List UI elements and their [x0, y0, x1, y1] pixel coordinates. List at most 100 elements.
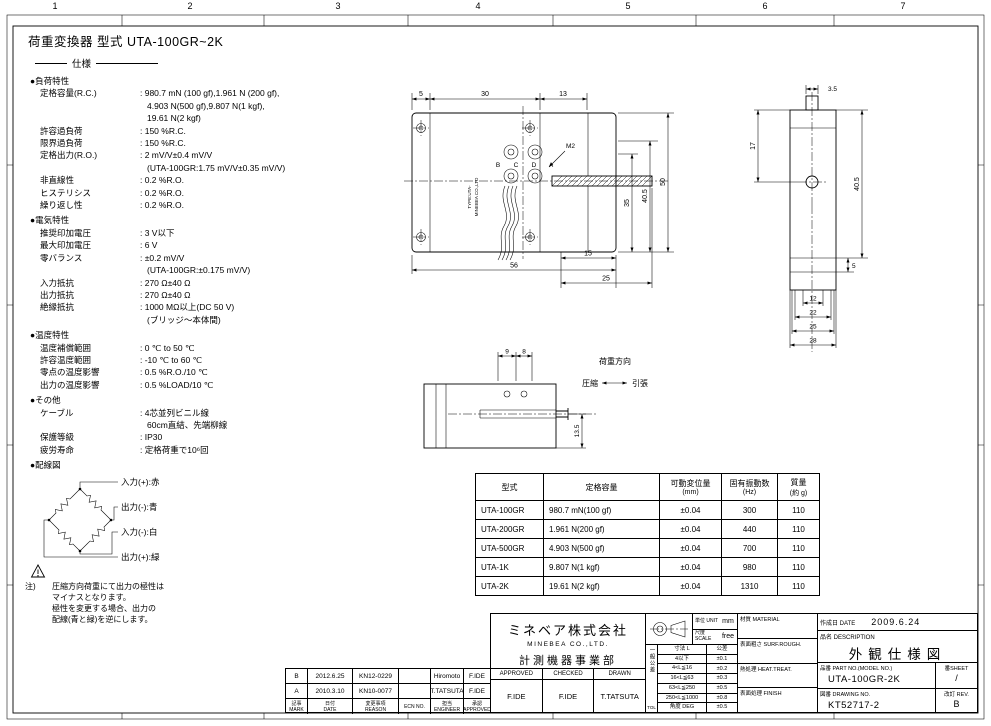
front-view-drawing: 9 8 13.5 荷重方向 圧縮 引張: [423, 349, 648, 449]
bridge-circuit-diagram: [43, 481, 118, 558]
finish-row: 表面処理 FINISH: [740, 691, 782, 698]
third-angle-projection-icon: [646, 614, 693, 644]
dim-25: 25: [809, 324, 817, 331]
dim-side-40-5: 40.5: [642, 189, 649, 203]
section-heading-wiring: ●配線図: [30, 460, 61, 471]
wiring-label-output-plus: 出力(+):緑: [121, 552, 160, 562]
spec-row: 疲労寿命: 定格荷重で10⁶回: [40, 444, 209, 455]
pin-label-c: C: [514, 162, 519, 169]
pin-label-b: B: [496, 162, 500, 169]
tolerance-row: 63<L≦250±0.5: [658, 683, 737, 694]
note-line: マイナスとなります。: [52, 593, 131, 602]
heat-treat-row: 熱処理 HEAT.TREAT.: [738, 664, 817, 689]
spec-row: ヒステリシス: 0.2 %R.O.: [40, 187, 184, 198]
zone-number-6: 6: [762, 1, 768, 11]
date-row: 作成日 DATE 2009.6.24: [818, 614, 977, 631]
spec-row: (UTA-100GR:±0.175 mV/V): [147, 265, 251, 276]
spec-row: 許容過負荷: 150 %R.C.: [40, 125, 186, 136]
company-division: 計測機器事業部: [519, 655, 617, 667]
zone-number-1: 1: [52, 1, 58, 11]
drawing-number: KT52717-2: [828, 700, 880, 711]
col-header-frequency: 固有振動数(Hz): [721, 473, 778, 501]
tolerance-row: 4<L≦16±0.2: [658, 664, 737, 675]
spec-row: 19.61 N(2 kgf): [147, 113, 201, 124]
spec-row: 繰り返し性: 0.2 %R.O.: [40, 200, 184, 211]
note-line: 配線(青と緑)を逆にします。: [52, 615, 153, 624]
dim-top-5: 5: [419, 91, 423, 98]
drawing-no-cell: 図番 DRAWING NO. KT52717-2: [818, 689, 936, 712]
thread-label-m2: M2: [566, 143, 575, 150]
spec-row: 出力抵抗: 270 Ω±40 Ω: [40, 289, 191, 300]
zone-number-2: 2: [187, 1, 193, 11]
pin-label-d: D: [532, 162, 537, 169]
dim-12: 12: [809, 296, 817, 303]
zone-number-4: 4: [475, 1, 481, 11]
dim-40-5: 40.5: [854, 177, 861, 191]
note-line: 極性を変更する場合、出力の: [52, 604, 156, 613]
warning-icon: [30, 564, 46, 578]
sheet-cell: 番SHEET /: [936, 663, 977, 688]
tension-label: 引張: [632, 379, 648, 388]
spec-row: 保護等級: IP30: [40, 432, 163, 443]
spec-row: 零バランス: ±0.2 mV/V: [40, 252, 185, 263]
description-row: 品名 DESCRIPTION 外観仕様図: [818, 631, 977, 663]
spec-row: (UTA-100GR:1.75 mV/V±0.35 mV/V): [147, 162, 286, 173]
wiring-label-input-plus: 入力(+):赤: [121, 477, 160, 487]
section-heading-other: ●その他: [30, 395, 61, 406]
revision-row-a: A 2010.3.10 KN10-0077 T.TATSUTA F.IDE: [286, 684, 490, 699]
spec-row: 最大印加電圧: 6 V: [40, 240, 158, 251]
revision-table: B 2012.6.25 KN12-0229 Hiromoto F.IDE A 2…: [285, 668, 491, 714]
rule-right: [96, 62, 159, 64]
dim-bottom-56: 56: [510, 263, 518, 270]
col-header-mass: 質量(約 g): [777, 473, 820, 501]
dim-13-5: 13.5: [574, 424, 581, 437]
dim-17: 17: [750, 142, 757, 150]
tolerance-row: 16<L≦63±0.3: [658, 674, 737, 684]
company-box: ミネベア株式会社 MINEBEA CO.,LTD. 計測機器事業部: [490, 613, 646, 669]
dim-side-50: 50: [660, 178, 667, 186]
spec-row: 非直線性: 0.2 %R.O.: [40, 175, 184, 186]
tolerance-row: 250<L≦1000±0.8: [658, 693, 737, 704]
col-header-capacity: 定格容量: [543, 473, 660, 501]
company-name: ミネベア株式会社: [507, 623, 628, 638]
spec-row: ケーブル: 4芯並列ビニル線: [40, 407, 209, 418]
material-row: 材質 MATERIAL: [738, 614, 817, 639]
revision-row-b: B 2012.6.25 KN12-0229 Hiromoto F.IDE: [286, 669, 490, 684]
part-number: UTA-100GR-2K: [828, 674, 901, 685]
spec-row: 60cm直結、先端柳線: [147, 419, 228, 430]
nameplate-line-2: MINEBEA CO.,LTD: [474, 177, 479, 216]
rule-left: [35, 62, 67, 64]
dim-8: 8: [522, 349, 526, 356]
dim-3-5: 3.5: [828, 86, 837, 93]
drawing-no-row: 図番 DRAWING NO. KT52717-2 改訂 REV. B: [818, 689, 977, 712]
tolerance-side-label: 一般公差 TOL: [646, 645, 658, 712]
dim-22: 22: [809, 310, 817, 317]
zone-number-7: 7: [900, 1, 906, 11]
part-no-cell: 品番 PART NO.(MODEL NO.) UTA-100GR-2K: [818, 663, 936, 688]
section-heading-electric: ●電気特性: [30, 215, 70, 226]
dim-bottom-15: 15: [584, 251, 592, 258]
spec-heading-text: 仕様: [72, 59, 92, 70]
dim-28: 28: [809, 338, 817, 345]
part-no-row: 品番 PART NO.(MODEL NO.) UTA-100GR-2K 番SHE…: [818, 663, 977, 689]
note-mark: 注): [25, 582, 36, 591]
wiring-label-input-minus: 入力(-):白: [121, 527, 158, 537]
col-header-displacement: 可動変位量(mm): [659, 473, 722, 501]
table-header-row: 型式 定格容量 可動変位量(mm) 固有振動数(Hz) 質量(約 g): [475, 473, 820, 501]
material-box: 材質 MATERIAL 表面粗さ SURF.ROUGH. 熱処理 HEAT.TR…: [737, 613, 818, 713]
load-direction-label: 荷重方向: [599, 356, 631, 366]
spec-row: 推奨印加電圧: 3 V以下: [40, 227, 175, 238]
model-table: 型式 定格容量 可動変位量(mm) 固有振動数(Hz) 質量(約 g) UTA-…: [475, 473, 820, 596]
spec-row: 温度補償範囲: 0 ℃ to 50 ℃: [40, 342, 195, 353]
note-line: 圧縮方向荷重にて出力の極性は: [52, 582, 164, 591]
spec-row: 絶縁抵抗: 1000 MΩ以上(DC 50 V): [40, 302, 235, 313]
